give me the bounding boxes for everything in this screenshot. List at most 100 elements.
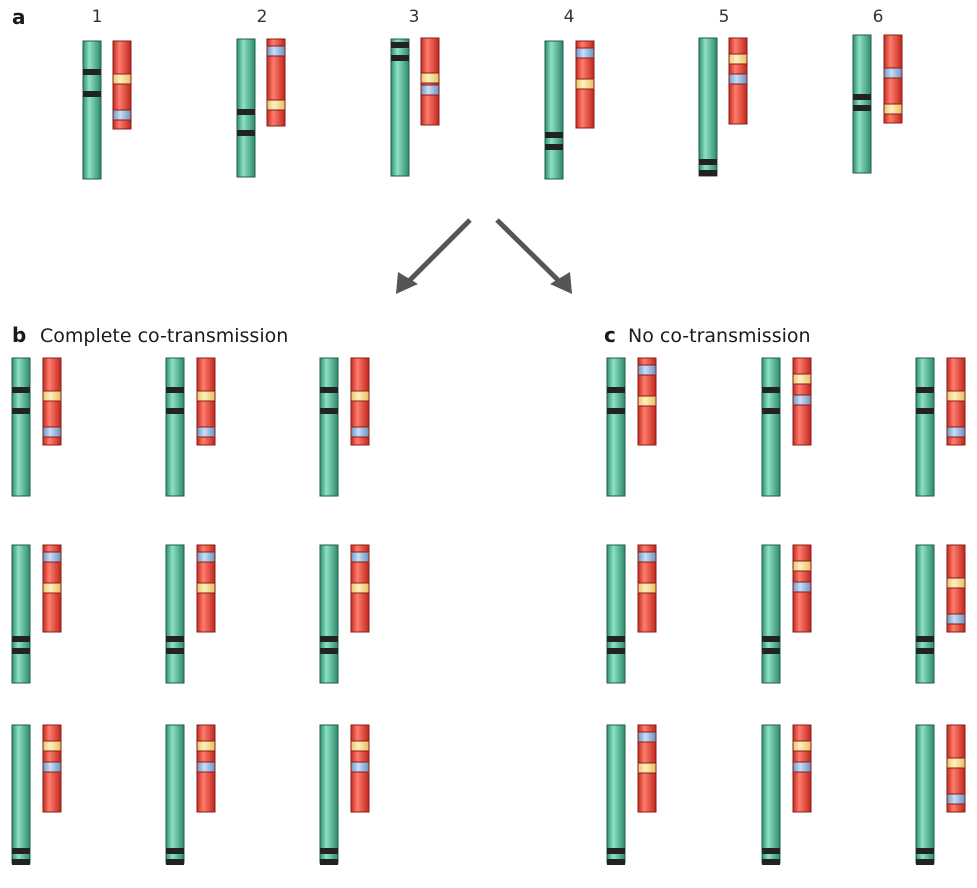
blue-band [420,84,440,96]
blue-band [196,426,216,438]
blue-band [266,45,286,57]
panel-c-title: No co-transmission [628,325,811,347]
blue-band [946,426,966,438]
yellow-band [728,53,748,65]
dark-band [12,408,30,414]
blue-band [792,761,812,773]
dark-band [762,648,780,654]
dark-band [916,636,934,642]
dark-band [166,408,184,414]
blue-band [42,426,62,438]
dark-band [916,848,934,854]
yellow-band [637,582,657,594]
dark-band [699,170,717,176]
green-chromosome [319,724,339,864]
dark-band [320,648,338,654]
panel-b-title: Complete co-transmission [40,325,288,347]
green-chromosome [390,38,410,177]
green-chromosome [319,357,339,497]
yellow-band [42,390,62,402]
blue-band [946,613,966,625]
column-number-2: 2 [257,7,268,27]
green-chromosome [698,37,718,177]
blue-band [792,581,812,593]
dark-band [916,408,934,414]
dark-band [607,848,625,854]
dark-band [237,130,255,136]
dark-band [545,144,563,150]
red-chromosome [883,34,903,124]
yellow-band [946,390,966,402]
blue-band [196,761,216,773]
dark-band [320,636,338,642]
green-chromosome [761,724,781,864]
dark-band [12,859,30,865]
dark-band [166,848,184,854]
dark-band [83,91,101,97]
yellow-band [42,740,62,752]
dark-band [237,109,255,115]
dark-band [391,55,409,61]
panel-a-letter: a [12,5,26,29]
yellow-band [946,577,966,589]
yellow-band [196,740,216,752]
blue-band [112,109,132,121]
panel-b-letter: b [12,323,26,347]
dark-band [916,648,934,654]
dark-band [166,387,184,393]
dark-band [607,636,625,642]
dark-band [853,105,871,111]
green-chromosome [165,357,185,497]
blue-band [196,551,216,563]
blue-band [42,761,62,773]
dark-band [12,387,30,393]
dark-band [320,387,338,393]
green-chromosome [761,357,781,497]
arrow-left [396,218,472,294]
dark-band [12,848,30,854]
yellow-band [637,762,657,774]
green-chromosome [915,357,935,497]
column-number-1: 1 [92,7,103,27]
dark-band [391,42,409,48]
green-chromosome [236,38,256,178]
column-number-3: 3 [409,7,420,27]
yellow-band [420,72,440,84]
yellow-band [196,390,216,402]
yellow-band [350,582,370,594]
dark-band [166,636,184,642]
dark-band [320,408,338,414]
blue-band [883,67,903,79]
yellow-band [575,78,595,90]
green-chromosome [165,724,185,864]
dark-band [916,859,934,865]
dark-band [545,132,563,138]
blue-band [42,551,62,563]
green-chromosome [11,724,31,864]
dark-band [762,848,780,854]
arrow-right [495,218,572,294]
blue-band [350,551,370,563]
green-chromosome [915,724,935,864]
dark-band [699,159,717,165]
yellow-band [266,99,286,111]
dark-band [762,408,780,414]
dark-band [320,848,338,854]
green-chromosome [544,40,564,180]
blue-band [350,761,370,773]
blue-band [575,47,595,59]
panel-c-letter: c [604,323,616,347]
green-chromosome [319,544,339,684]
dark-band [12,636,30,642]
blue-band [792,394,812,406]
column-number-5: 5 [719,7,730,27]
yellow-band [112,73,132,85]
yellow-band [350,740,370,752]
dark-band [916,387,934,393]
blue-band [637,551,657,563]
dark-band [83,69,101,75]
green-chromosome [761,544,781,684]
yellow-band [196,582,216,594]
yellow-band [350,390,370,402]
